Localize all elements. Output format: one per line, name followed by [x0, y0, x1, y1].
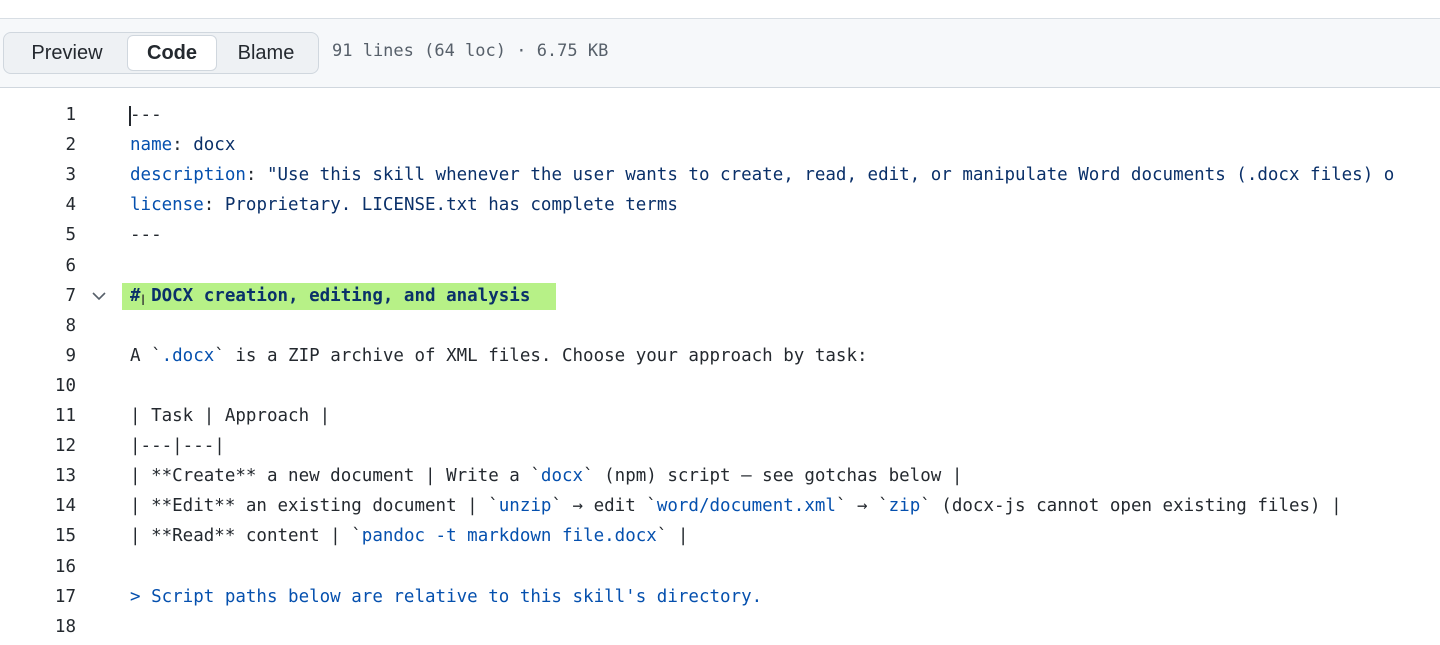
line-content: ---: [130, 220, 162, 250]
code-line[interactable]: 1 ---: [0, 100, 1440, 130]
selection-highlight: [122, 282, 556, 310]
code-line[interactable]: 2 name: docx: [0, 130, 1440, 160]
code-line[interactable]: 12 |---|---|: [0, 431, 1440, 461]
line-number[interactable]: 10: [54, 375, 76, 396]
line-number[interactable]: 11: [54, 406, 76, 426]
line-content: name: docx: [130, 130, 235, 160]
code-token: ` |: [656, 526, 689, 547]
line-content: # DOCX creation, editing, and analysis: [130, 281, 530, 311]
code-line[interactable]: 13 | **Create** a new document | Write a …: [0, 461, 1440, 491]
line-number[interactable]: 8: [65, 315, 76, 336]
code-token: | Task | Approach |: [130, 406, 331, 426]
line-number[interactable]: 12: [54, 436, 76, 457]
code-token: "Use this skill whenever the user wants …: [266, 165, 1395, 186]
chevron-down-icon[interactable]: [92, 290, 106, 302]
line-number[interactable]: 15: [54, 526, 76, 547]
code-line[interactable]: 3 description: "Use this skill whenever t…: [0, 160, 1440, 190]
line-number[interactable]: 2: [65, 135, 76, 156]
line-content: | **Create** a new document | Write a `d…: [130, 461, 962, 491]
text-caret: [129, 106, 131, 126]
line-number[interactable]: 9: [65, 345, 76, 366]
tab-preview[interactable]: Preview: [31, 41, 103, 64]
ibeam-cursor-icon: I: [141, 292, 146, 309]
code-token: name: [130, 135, 173, 156]
line-number[interactable]: 14: [54, 496, 76, 517]
view-mode-segmented-control: Preview Code Blame: [3, 32, 319, 74]
line-content: description: "Use this skill whenever th…: [130, 160, 1394, 190]
code-token: |---|---|: [130, 436, 225, 457]
code-token: .docx: [161, 345, 215, 366]
code-token: :: [172, 135, 194, 156]
line-number[interactable]: 16: [54, 556, 76, 577]
line-content: | Task | Approach |: [130, 401, 330, 431]
code-token: word/document.xml: [656, 496, 836, 517]
code-view[interactable]: 1 --- 2 name: docx 3 description: "Use this s…: [0, 88, 1440, 645]
line-content: |---|---|: [130, 431, 225, 461]
code-token: ---: [130, 105, 162, 125]
code-line[interactable]: 10: [0, 371, 1440, 401]
code-token: | **Edit** an existing document | `: [130, 496, 499, 517]
line-number[interactable]: 4: [65, 195, 76, 216]
code-line[interactable]: 15 | **Read** content | `pandoc -t markdo…: [0, 521, 1440, 551]
code-token: A `: [130, 345, 162, 366]
code-token: | **Read** content | `: [130, 526, 362, 547]
line-number[interactable]: 1: [65, 105, 76, 125]
code-line[interactable]: 8: [0, 311, 1440, 341]
line-content: ---: [130, 100, 162, 130]
code-token: :: [245, 165, 267, 186]
tab-blame[interactable]: Blame: [237, 41, 295, 64]
code-line[interactable]: 9 A `.docx` is a ZIP archive of XML files…: [0, 341, 1440, 371]
code-token: license: [130, 195, 204, 216]
file-meta: 91 lines (64 loc) · 6.75 KB: [332, 41, 609, 61]
code-line[interactable]: 18: [0, 612, 1440, 642]
code-token: ---: [130, 225, 162, 246]
code-token: ` (npm) script — see gotchas below |: [583, 466, 963, 487]
code-token: pandoc -t markdown file.docx: [361, 526, 657, 547]
line-number[interactable]: 17: [54, 586, 76, 607]
line-content: | **Read** content | `pandoc -t markdown…: [130, 521, 688, 551]
code-line[interactable]: 4 license: Proprietary. LICENSE.txt has c…: [0, 190, 1440, 220]
code-token: ` → `: [835, 496, 889, 517]
code-line[interactable]: 5 ---: [0, 220, 1440, 250]
code-token: ` → edit `: [551, 496, 657, 517]
code-token: docx: [193, 135, 236, 156]
line-number[interactable]: 6: [65, 255, 76, 276]
code-line[interactable]: 11 | Task | Approach |: [0, 401, 1440, 431]
code-token: docx: [540, 466, 584, 487]
code-token: > Script paths below are relative to thi…: [130, 586, 763, 607]
code-token: unzip: [498, 496, 552, 517]
code-line[interactable]: 6: [0, 251, 1440, 281]
code-line[interactable]: 14 | **Edit** an existing document | `unz…: [0, 491, 1440, 521]
code-line[interactable]: 17 > Script paths below are relative to t…: [0, 582, 1440, 612]
top-strip: [0, 0, 1440, 19]
tab-code[interactable]: Code: [127, 35, 217, 71]
line-number[interactable]: 18: [54, 616, 76, 637]
line-number[interactable]: 3: [65, 165, 76, 186]
file-toolbar: Preview Code Blame 91 lines (64 loc) · 6…: [0, 19, 1440, 88]
line-number[interactable]: 13: [54, 466, 76, 487]
code-token: ` (docx-js cannot open existing files) |: [920, 496, 1342, 517]
line-number[interactable]: 7: [65, 285, 76, 306]
line-number[interactable]: 5: [65, 225, 76, 246]
code-token: zip: [888, 496, 921, 517]
code-token: | **Create** a new document | Write a `: [130, 466, 541, 487]
code-token: description: [130, 165, 246, 186]
code-token: :: [203, 195, 225, 216]
code-token: ` is a ZIP archive of XML files. Choose …: [214, 345, 868, 366]
line-content: license: Proprietary. LICENSE.txt has co…: [130, 190, 678, 220]
line-content: | **Edit** an existing document | `unzip…: [130, 491, 1342, 521]
line-content: A `.docx` is a ZIP archive of XML files.…: [130, 341, 868, 371]
code-token: # DOCX creation, editing, and analysis: [130, 285, 531, 306]
code-token: Proprietary. LICENSE.txt has complete te…: [224, 195, 678, 216]
line-content: > Script paths below are relative to thi…: [130, 582, 762, 612]
code-line[interactable]: 16: [0, 552, 1440, 582]
